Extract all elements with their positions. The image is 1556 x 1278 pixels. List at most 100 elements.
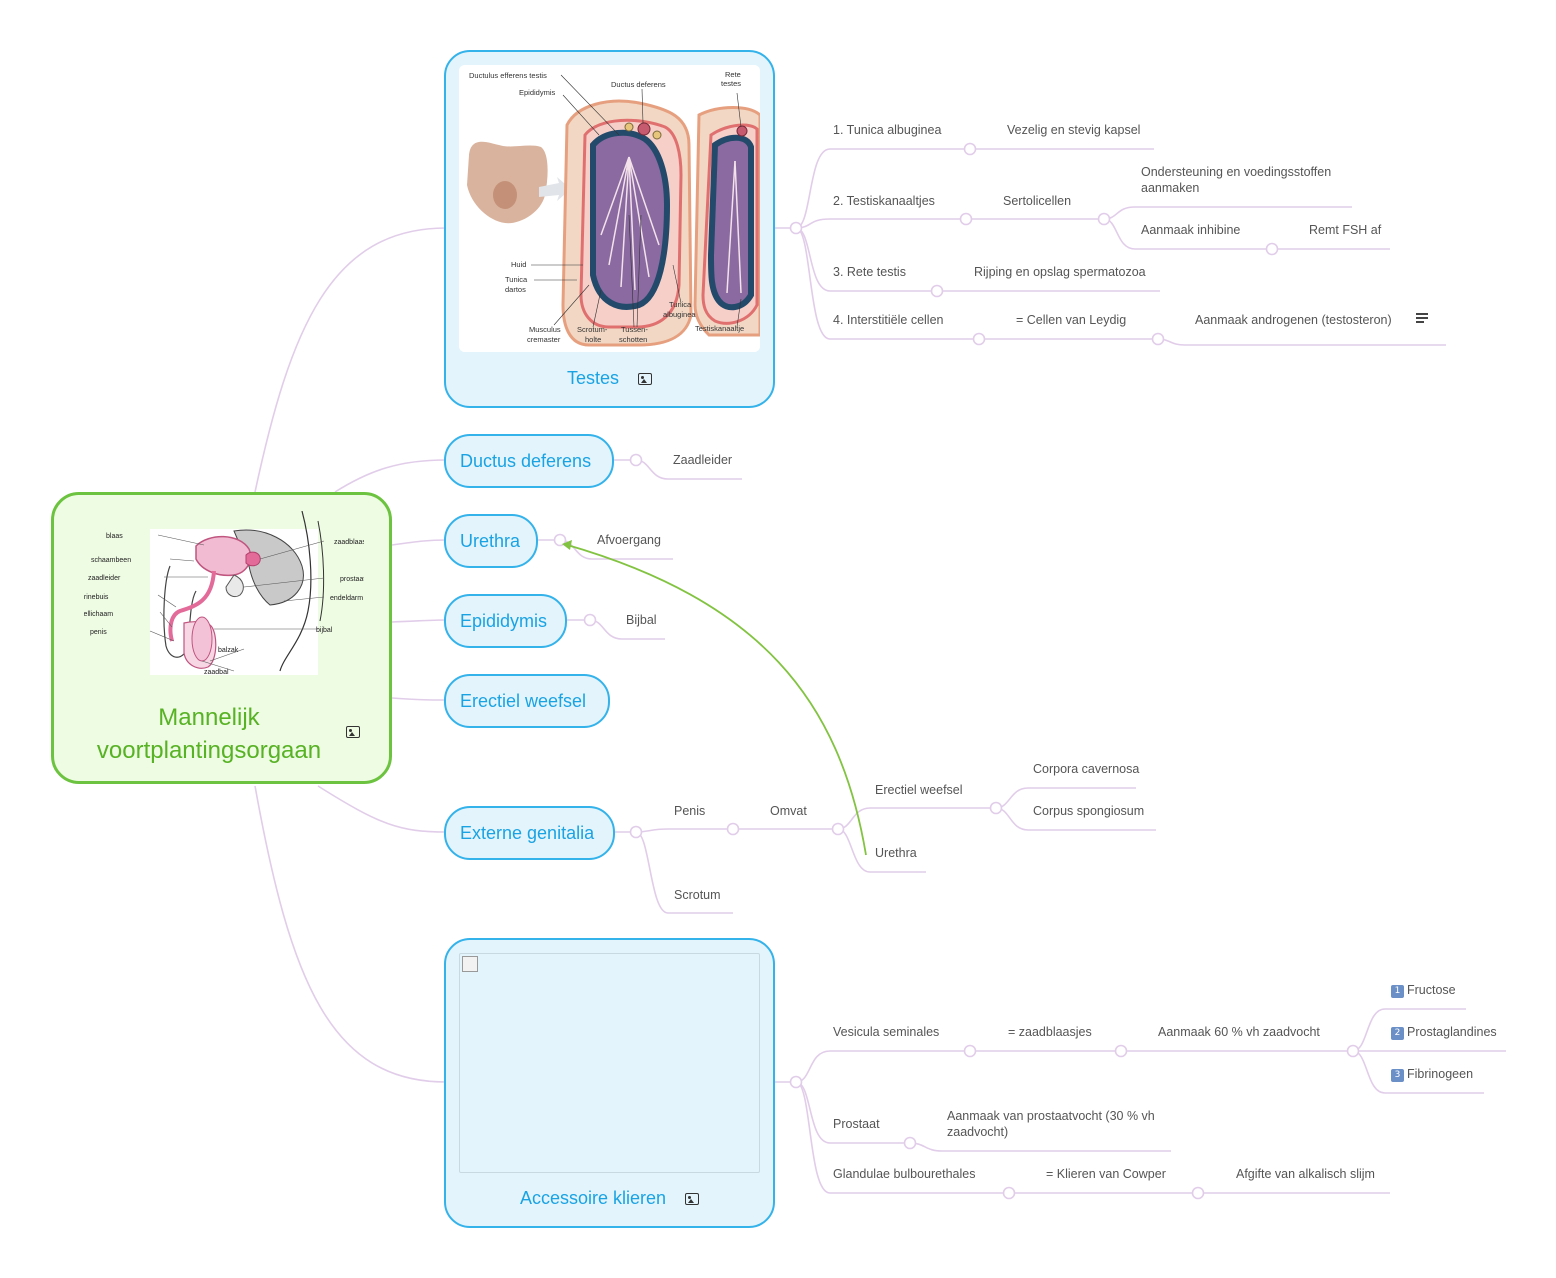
label-tussen-2: schotten [619,335,647,344]
image-icon[interactable] [685,1193,700,1206]
label-penis: penis [90,629,107,636]
branch-toggle[interactable] [903,1136,917,1150]
root-diagram: blaas schaambeen zaadleider urinebuis zw… [75,510,371,691]
label-zaadbal: zaadbal [204,669,229,676]
branch-toggle[interactable] [1114,1044,1128,1058]
branch-toggle[interactable] [1191,1186,1205,1200]
node-externe-genitalia[interactable]: Externe genitalia [444,806,615,860]
branch-toggle[interactable] [959,212,973,226]
erectiel-label: Erectiel weefsel [460,690,587,711]
topic-rete-testis[interactable]: 3. Rete testis [833,265,906,279]
topic-zaadblaasjes[interactable]: = zaadblaasjes [1008,1025,1092,1039]
topic-glandulae-bulbourethales[interactable]: Glandulae bulbourethales [833,1167,976,1181]
topic-remt-fsh[interactable]: Remt FSH af [1309,223,1382,237]
broken-image-icon [462,956,478,972]
branch-toggle[interactable] [831,822,845,836]
topic-penis[interactable]: Penis [674,804,706,818]
node-erectiel-weefsel[interactable]: Erectiel weefsel [444,674,610,728]
notes-icon[interactable] [1416,313,1432,327]
branch-toggle[interactable] [989,801,1003,815]
topic-scrotum[interactable]: Scrotum [674,888,721,902]
topic-interstitiele-cellen[interactable]: 4. Interstitiële cellen [833,313,944,327]
label-urinebuis: urinebuis [84,594,109,601]
topic-erectiel-weefsel-sub[interactable]: Erectiel weefsel [875,783,963,797]
prostaglandines-text: Prostaglandines [1407,1025,1497,1039]
accessoire-caption-text: Accessoire klieren [519,1188,667,1208]
label-prostaat: prostaat [340,576,364,583]
topic-tunica-albuginea[interactable]: 1. Tunica albuginea [833,123,942,137]
label-tussen-1: Tussen- [621,325,648,334]
branch-toggle[interactable] [583,613,597,627]
branch-toggle[interactable] [726,822,740,836]
node-accessoire-klieren[interactable]: Accessoire klieren [444,938,775,1228]
topic-prostaat[interactable]: Prostaat [833,1117,880,1131]
branch-toggle[interactable] [1002,1186,1016,1200]
topic-bijbal[interactable]: Bijbal [626,613,657,627]
testes-cross-section-illustration: Ductulus efferens testis Epididymis Duct… [459,65,760,352]
topic-urethra-sub[interactable]: Urethra [875,846,917,860]
fibrinogeen-text: Fibrinogeen [1407,1067,1474,1081]
branch-root-accessoire [254,785,447,1083]
branch-root-epididymis [391,619,447,623]
branch-root-urethra [391,539,447,546]
branch-toggle[interactable] [629,825,643,839]
branch-toggle[interactable] [1097,212,1111,226]
label-huid: Huid [511,260,526,269]
topic-rijping-opslag[interactable]: Rijping en opslag spermatozoa [974,265,1146,279]
label-tunica-dartos-2: dartos [505,285,526,294]
topic-vesicula-seminales[interactable]: Vesicula seminales [833,1025,940,1039]
label-ductus: Ductus deferens [611,80,666,89]
branch-toggle[interactable] [1265,242,1279,256]
label-zaadblaasje: zaadblaasje [334,539,364,546]
topic-sertolicellen[interactable]: Sertolicellen [1003,194,1072,208]
topic-aanmaak-androgenen[interactable]: Aanmaak androgenen (testosteron) [1195,313,1392,327]
topic-alkalisch-slijm[interactable]: Afgifte van alkalisch slijm [1236,1167,1375,1181]
branch-toggle[interactable] [963,1044,977,1058]
number-1-icon: 1 [1391,985,1404,998]
accessoire-caption: Accessoire klieren [446,1188,773,1209]
label-testiskanaaltje: Testiskanaaltje [695,324,744,333]
label-musculus-1: Musculus [529,325,561,334]
branch-root-erectiel [391,697,447,701]
node-ductus-deferens[interactable]: Ductus deferens [444,434,614,488]
number-2-icon: 2 [1391,1027,1404,1040]
topic-aanmaak-60[interactable]: Aanmaak 60 % vh zaadvocht [1158,1025,1320,1039]
topic-testiskanaaltjes[interactable]: 2. Testiskanaaltjes [833,194,935,208]
branch-toggle[interactable] [1346,1044,1360,1058]
topic-klieren-van-cowper[interactable]: = Klieren van Cowper [1046,1167,1166,1181]
topic-zaadleider[interactable]: Zaadleider [673,453,733,467]
branch-toggle[interactable] [789,221,803,235]
topic-aanmaak-inhibine[interactable]: Aanmaak inhibine [1141,223,1241,237]
branch-toggle[interactable] [629,453,643,467]
branch-toggle[interactable] [972,332,986,346]
image-icon[interactable] [638,373,653,386]
topic-prostaatvocht[interactable]: Aanmaak van prostaatvocht (30 % vh zaadv… [947,1109,1155,1139]
branch-toggle[interactable] [553,533,567,547]
label-balzak: balzak [218,647,239,654]
topic-omvat[interactable]: Omvat [770,804,807,818]
label-zaadleider: zaadleider [88,575,121,582]
branch-toggle[interactable] [789,1075,803,1089]
node-testes[interactable]: Ductulus efferens testis Epididymis Duct… [444,50,775,408]
topic-ondersteuning[interactable]: Ondersteuning en voedingsstoffen aanmake… [1141,165,1332,195]
topic-vezelig-kapsel[interactable]: Vezelig en stevig kapsel [1007,123,1141,137]
topic-corpus-spongiosum[interactable]: Corpus spongiosum [1033,804,1145,818]
branch-toggle[interactable] [1151,332,1165,346]
branch-toggle[interactable] [963,142,977,156]
label-tunica-alb-2: albuginea [663,310,696,319]
root-node[interactable]: blaas schaambeen zaadleider urinebuis zw… [51,492,392,784]
label-schaambeen: schaambeen [91,557,131,564]
topic-cellen-van-leydig[interactable]: = Cellen van Leydig [1016,313,1127,327]
branch-toggle[interactable] [930,284,944,298]
label-blaas: blaas [106,533,123,540]
node-urethra[interactable]: Urethra [444,514,538,568]
topic-corpora-cavernosa[interactable]: Corpora cavernosa [1033,762,1140,776]
image-icon[interactable] [346,726,360,738]
node-epididymis[interactable]: Epididymis [444,594,567,648]
male-anatomy-illustration: blaas schaambeen zaadleider urinebuis zw… [75,510,371,676]
root-title: Mannelijk voortplantingsorgaan [96,704,322,764]
topic-afvoergang[interactable]: Afvoergang [597,533,661,547]
